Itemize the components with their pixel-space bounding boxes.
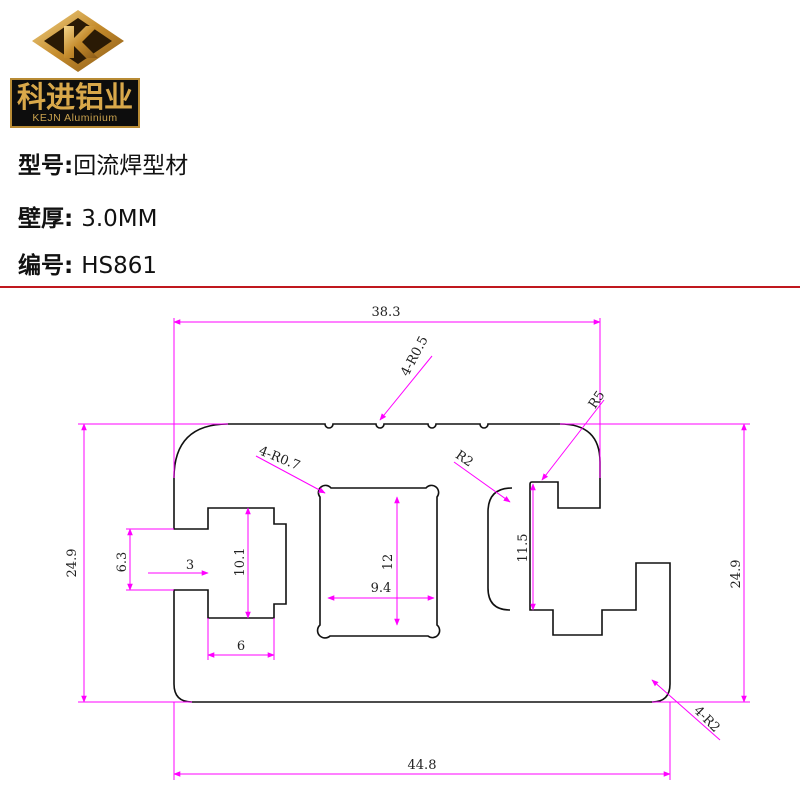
dim-c-radius: R2 [452,448,475,471]
k-diamond-logo-icon [32,10,124,72]
dim-corner-radius: 4-R2 [690,703,722,735]
dim-slot-height: 6.3 [115,552,130,573]
spec-wall-label: 壁厚: [18,206,74,232]
dim-slot-inner-height: 10.1 [233,548,248,577]
dimension-labels: 38.3 44.8 24.9 24.9 6.3 3 10.1 6 12 9.4 … [65,305,744,773]
spec-model-value: 回流焊型材 [73,153,189,179]
dim-top-right-radius: R5 [586,388,609,411]
spec-model-label: 型号: [18,153,74,179]
dimension-lines [78,318,750,780]
spec-code: 编号: HS861 [18,246,157,280]
dim-c-height: 11.5 [516,534,531,563]
dim-slot-inner-width: 6 [237,639,245,654]
dim-groove-radius: 4-R0.5 [398,334,431,379]
header-divider [0,286,800,288]
spec-code-value: HS861 [81,253,158,279]
spec-model: 型号:回流焊型材 [18,146,188,180]
dim-window-height: 12 [381,554,396,571]
dim-right-height: 24.9 [729,560,744,589]
brand-name-chinese: 科进铝业 [16,80,133,114]
dim-top-width: 38.3 [372,305,401,320]
spec-code-label: 编号: [18,253,74,279]
dim-slot-depth: 3 [186,558,194,573]
dim-window-width: 9.4 [371,581,392,596]
dim-bottom-width: 44.8 [408,758,437,773]
dim-left-height: 24.9 [65,549,80,578]
brand-name-english: KEJN Aluminium [32,112,118,124]
dim-window-corner-radius: 4-R0.7 [257,444,303,474]
brand-name-box: 科进铝业 KEJN Aluminium [10,78,140,128]
spec-wall-thickness: 壁厚: 3.0MM [18,199,158,233]
spec-wall-value: 3.0MM [81,206,158,232]
